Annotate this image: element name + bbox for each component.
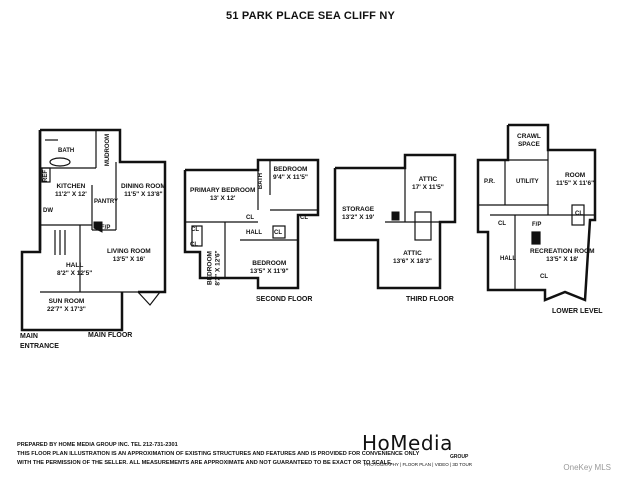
recreation-room-label: RECREATION ROOM 13'5" X 18' [530,248,595,263]
footer-disclaimer-line-2: WITH THE PERMISSION OF THE SELLER. ALL M… [17,460,393,466]
attic-1-label: ATTIC 17' X 11'5" [412,176,444,191]
kitchen-label: KITCHEN 11'2" X 12' [55,183,87,198]
chimney-mark [391,211,400,221]
mudroom-label: MUDROOM [105,133,112,167]
lower-closet-1: CL [498,221,506,227]
third-floor-interior [385,168,455,241]
bedroom-2-label: BEDROOM 13'5" X 11'9" [250,260,289,275]
logo-tagline: PHOTOGRAPHY | FLOOR PLAN | VIDEO | 3D TO… [364,462,472,467]
crawl-space-label: CRAWL SPACE [517,133,541,148]
lower-room-label: ROOM 11'5" X 11'6" [556,172,595,187]
dining-room-label: DINING ROOM 11'5" X 13'8" [121,183,166,198]
ref-label: REF [43,170,49,182]
lower-closet-3: CL [540,274,548,280]
second-closet-2: CL [190,242,198,248]
pantry-label: PANTRY [94,199,118,205]
lower-fp-label: F/P [532,222,542,228]
watermark: OneKey MLS [563,463,611,472]
living-room-label: LIVING ROOM 13'5" X 16' [107,248,151,263]
main-fireplace-mark [93,221,103,233]
plan-title: 51 PARK PLACE SEA CLIFF NY [226,10,395,22]
powder-room-label: P.R. [484,179,495,185]
logo-group: GROUP [450,454,469,460]
utility-label: UTILITY [516,179,539,185]
main-bath-label: BATH [58,148,75,154]
logo-name: HoMedia [362,431,453,455]
second-hall-label: HALL [246,230,262,236]
second-closet-1: CL [191,227,199,233]
second-closet-5: CL [300,215,308,221]
lower-level-interior [478,150,595,290]
main-hall-label: HALL 8'2" X 12'5" [57,262,93,277]
lower-hall-label: HALL [500,256,516,262]
homedia-logo: HoMedia GROUP PHOTOGRAPHY | FLOOR PLAN |… [362,431,472,467]
primary-bedroom-label: PRIMARY BEDROOM 13' X 12' [190,187,256,202]
second-closet-4: CL [274,230,282,236]
storage-label: STORAGE 13'2" X 19' [342,206,375,221]
main-floor-interior [40,130,165,306]
main-floor-caption: MAIN FLOOR [88,332,133,339]
bedroom-1-label: BEDROOM 9'4" X 11'5" [273,166,308,181]
footer-disclaimer: PREPARED BY HOME MEDIA GROUP INC. TEL 21… [17,441,419,468]
main-entrance-caption: MAIN ENTRANCE [20,333,59,350]
second-floor-walls [183,158,320,290]
second-closet-3: CL [246,215,254,221]
second-bath-label: BATH [258,172,265,190]
lower-level-walls [476,123,597,302]
third-floor-caption: THIRD FLOOR [406,296,454,303]
lower-level-caption: LOWER LEVEL [552,308,603,315]
main-fp-label: F/P [101,225,111,231]
footer-prepared-by: PREPARED BY HOME MEDIA GROUP INC. TEL 21… [17,442,178,448]
attic-2-label: ATTIC 13'6" X 18'3" [393,250,432,265]
bedroom-3-label: BEDROOM 8'2" X 12'6" [206,250,222,286]
second-floor-interior [185,160,318,278]
sun-room-label: SUN ROOM 22'7" X 17'3" [47,298,86,313]
lower-closet-2: CL [575,211,583,217]
second-floor-caption: SECOND FLOOR [256,296,313,303]
dw-label: DW [43,208,53,214]
footer-disclaimer-line-1: THIS FLOOR PLAN ILLUSTRATION IS AN APPRO… [17,451,420,457]
